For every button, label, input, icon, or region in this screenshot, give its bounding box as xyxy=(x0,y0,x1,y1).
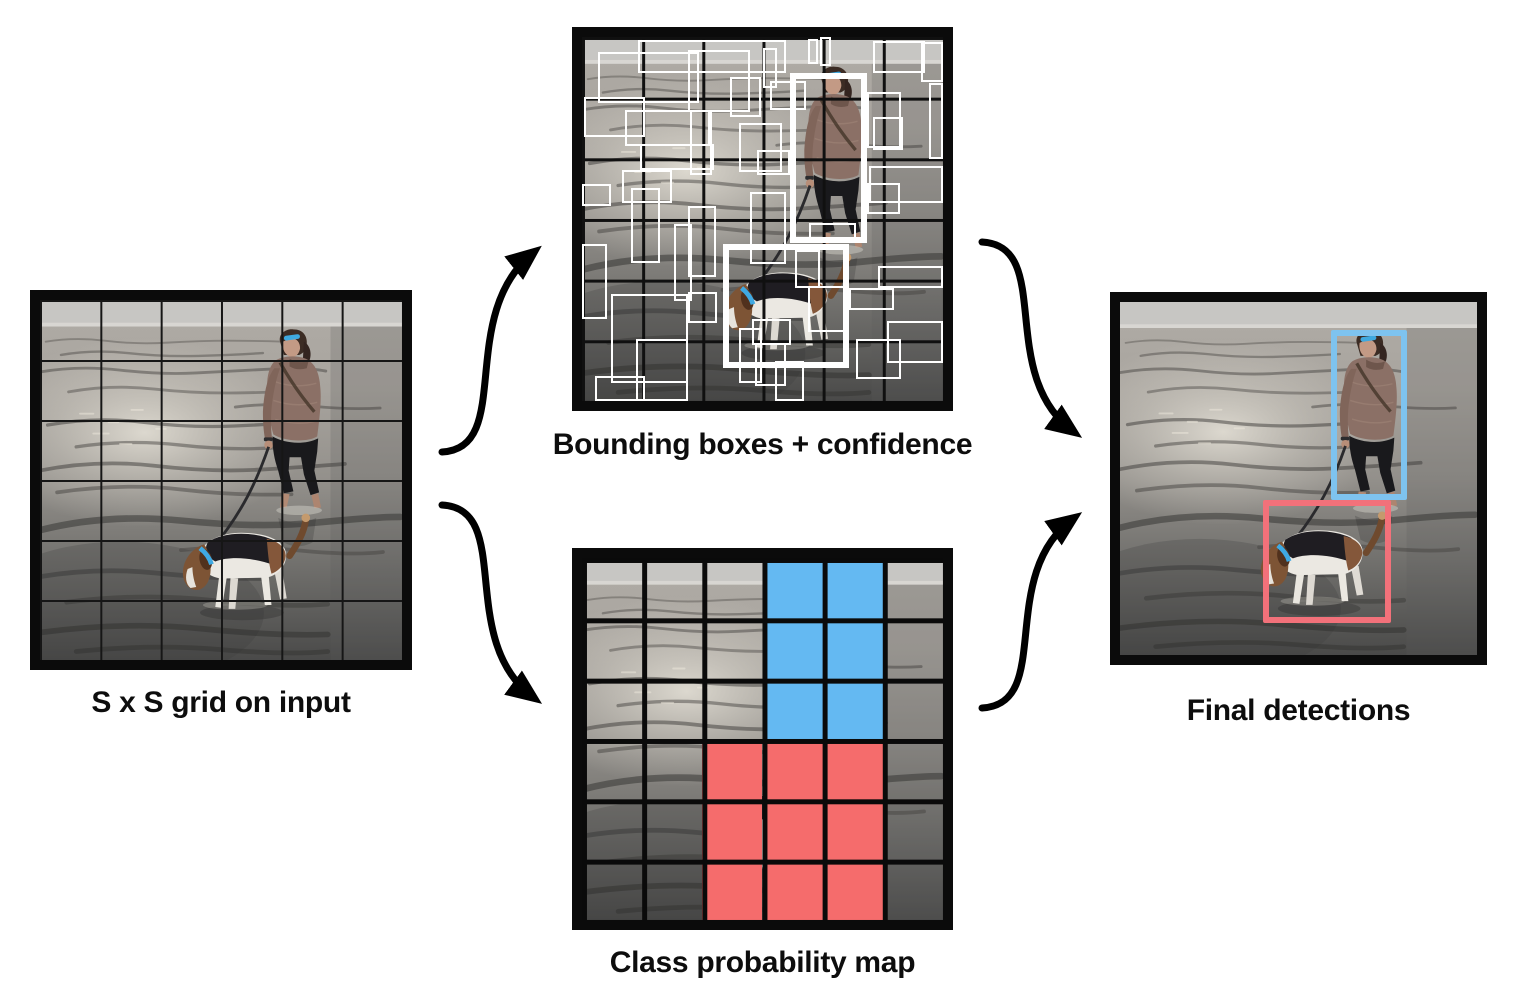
predicted-box xyxy=(636,339,689,401)
class-cell-dog xyxy=(762,859,823,920)
predicted-box xyxy=(739,122,783,172)
predicted-box xyxy=(769,80,806,110)
class-cell-dog xyxy=(702,739,763,800)
predicted-box xyxy=(856,339,902,380)
class-cell-person xyxy=(762,618,823,679)
detection-box-dog xyxy=(1262,499,1392,624)
arrow-bounding-to-final xyxy=(978,238,1083,438)
predicted-box xyxy=(639,144,714,170)
panel-input: S x S grid on input xyxy=(30,290,412,719)
class-cell-dog xyxy=(762,739,823,800)
class-cell-dog xyxy=(822,739,883,800)
classmap-label: Class probability map xyxy=(609,946,916,979)
predicted-box xyxy=(775,360,804,401)
arrow-input-to-bounding xyxy=(438,245,542,456)
class-cell-dog xyxy=(822,859,883,920)
class-cells-layer xyxy=(582,558,943,920)
predicted-box xyxy=(878,266,943,289)
predicted-box xyxy=(867,182,900,214)
class-cell-person xyxy=(822,558,883,619)
arrow-input-to-classmap xyxy=(438,501,543,704)
class-cell-person xyxy=(762,558,823,619)
classmap-image-frame xyxy=(572,548,953,930)
dog-candidate-box xyxy=(722,244,850,369)
final-image-frame xyxy=(1110,292,1487,665)
predicted-box xyxy=(887,320,943,363)
panel-class-probability-map: Class probability map xyxy=(572,548,953,979)
predicted-box xyxy=(674,224,693,301)
class-cell-dog xyxy=(762,799,823,860)
bounding-label: Bounding boxes + confidence xyxy=(552,428,973,461)
predicted-box xyxy=(820,37,832,67)
predicted-box xyxy=(849,288,895,310)
person-candidate-box xyxy=(789,73,868,243)
input-label: S x S grid on input xyxy=(91,686,351,719)
predicted-box xyxy=(872,117,904,150)
predicted-box xyxy=(794,249,821,289)
panel-final-detections: Final detections xyxy=(1110,292,1487,727)
predicted-box xyxy=(730,77,761,118)
class-cell-dog xyxy=(702,799,763,860)
predicted-box xyxy=(867,91,902,148)
predicted-box xyxy=(637,39,786,73)
predicted-box xyxy=(630,188,660,263)
detection-box-person xyxy=(1330,330,1408,500)
final-label: Final detections xyxy=(1186,694,1411,727)
predicted-box xyxy=(688,291,718,323)
predicted-box xyxy=(598,51,700,103)
bounding-image-frame xyxy=(572,27,953,411)
predicted-box xyxy=(690,109,712,176)
predicted-box xyxy=(739,328,763,383)
class-cell-dog xyxy=(822,799,883,860)
predicted-box xyxy=(688,49,750,112)
predicted-box xyxy=(582,184,611,207)
predicted-box xyxy=(610,293,689,383)
detections-layer xyxy=(1120,302,1477,655)
predicted-box xyxy=(749,191,786,265)
predicted-boxes-layer xyxy=(582,37,943,401)
predicted-box xyxy=(621,169,673,203)
class-cell-person xyxy=(822,618,883,679)
predicted-box xyxy=(688,206,716,278)
predicted-box xyxy=(872,40,925,74)
class-cell-person xyxy=(822,678,883,739)
predicted-box xyxy=(582,244,608,320)
predicted-box xyxy=(807,38,819,65)
predicted-box xyxy=(583,97,646,138)
predicted-box xyxy=(928,82,943,159)
arrow-classmap-to-final xyxy=(978,512,1083,712)
predicted-box xyxy=(757,149,790,176)
beach-photo xyxy=(40,300,402,660)
class-cell-person xyxy=(762,678,823,739)
class-cell-dog xyxy=(702,859,763,920)
predicted-box xyxy=(594,375,646,401)
input-image-frame xyxy=(30,290,412,670)
predicted-box xyxy=(921,42,943,83)
panel-bounding-boxes: Bounding boxes + confidence xyxy=(553,27,973,461)
